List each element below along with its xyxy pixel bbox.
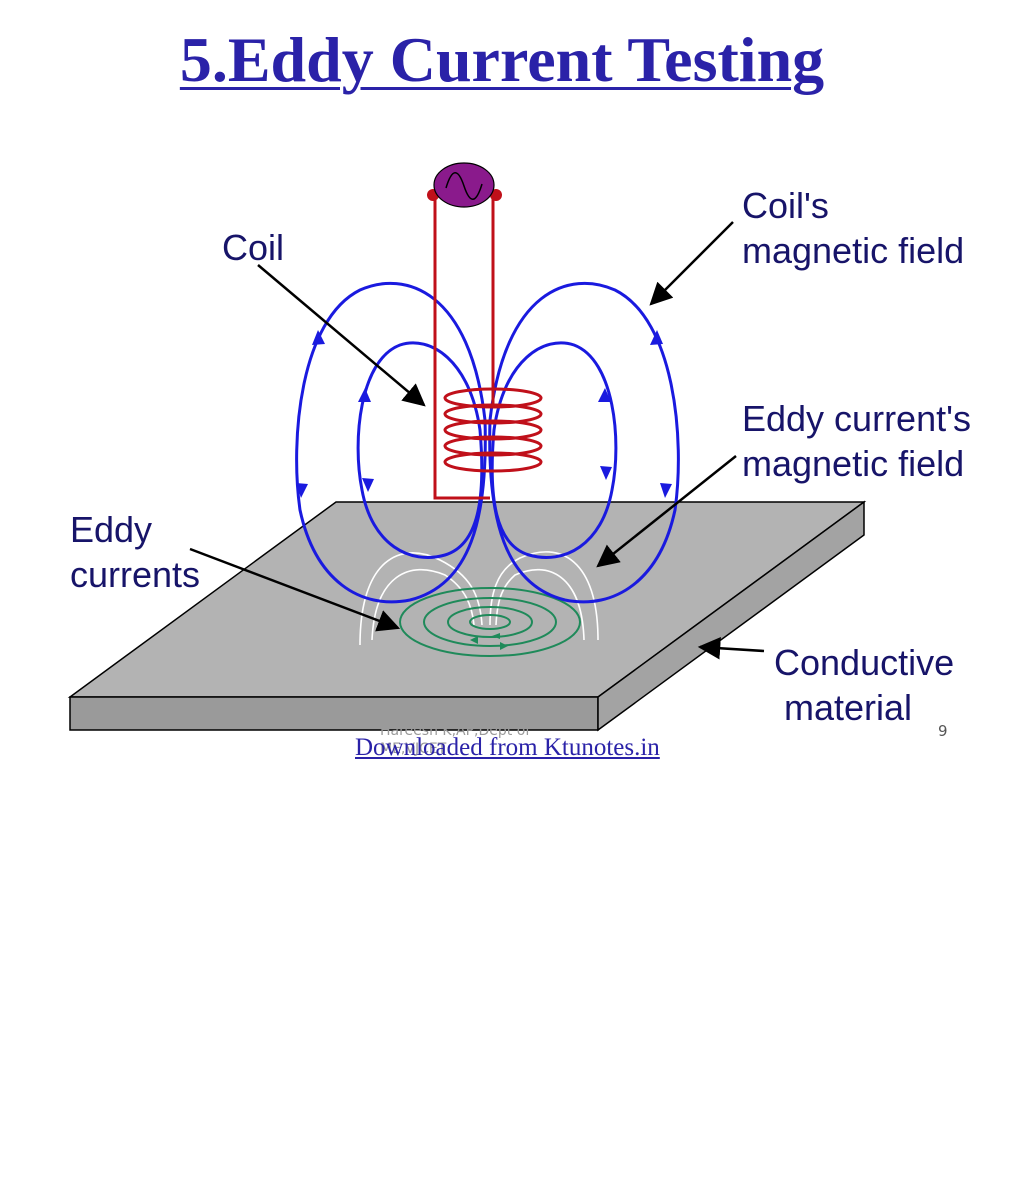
field-arrow [598,388,611,402]
label-conductive-material: Conductive material [774,642,955,728]
field-arrow [660,483,672,498]
field-arrow [650,330,663,345]
label-eddy-currents: Eddy currents [70,509,201,595]
label-coil: Coil [222,227,285,268]
label-eddy-current-magnetic-field: Eddy current's magnetic field [742,398,971,484]
field-arrow [358,388,371,402]
field-arrow [296,483,308,498]
material-pointer [697,637,765,660]
sine-wave-icon [445,172,483,200]
label-coil-magnetic-field: Coil's magnetic field [742,185,965,271]
coil [433,195,543,500]
slide-title: 5.Eddy Current Testing [179,24,825,95]
plate-side-face [597,500,865,732]
eddy-current-magnetic-field [356,341,618,559]
ac-source-icon [427,162,502,208]
coil-pointer [257,264,426,407]
coil-lead-left [433,195,490,500]
eddy-field-pointer [596,455,737,568]
field-arrow [312,330,325,345]
page-number: 9 [938,722,948,740]
pointer-arrows [189,221,765,660]
eddy-current-diagram [67,162,867,732]
eddy-currents-pointer [189,547,401,632]
footer-author: Hareesh K,AP,Dept of ME,VJCET [380,723,531,757]
field-arrow [362,478,374,492]
coil-field-pointer [649,221,734,306]
field-arrow [600,466,612,480]
footer-link[interactable]: Downloaded from Ktunotes.in [355,734,660,761]
